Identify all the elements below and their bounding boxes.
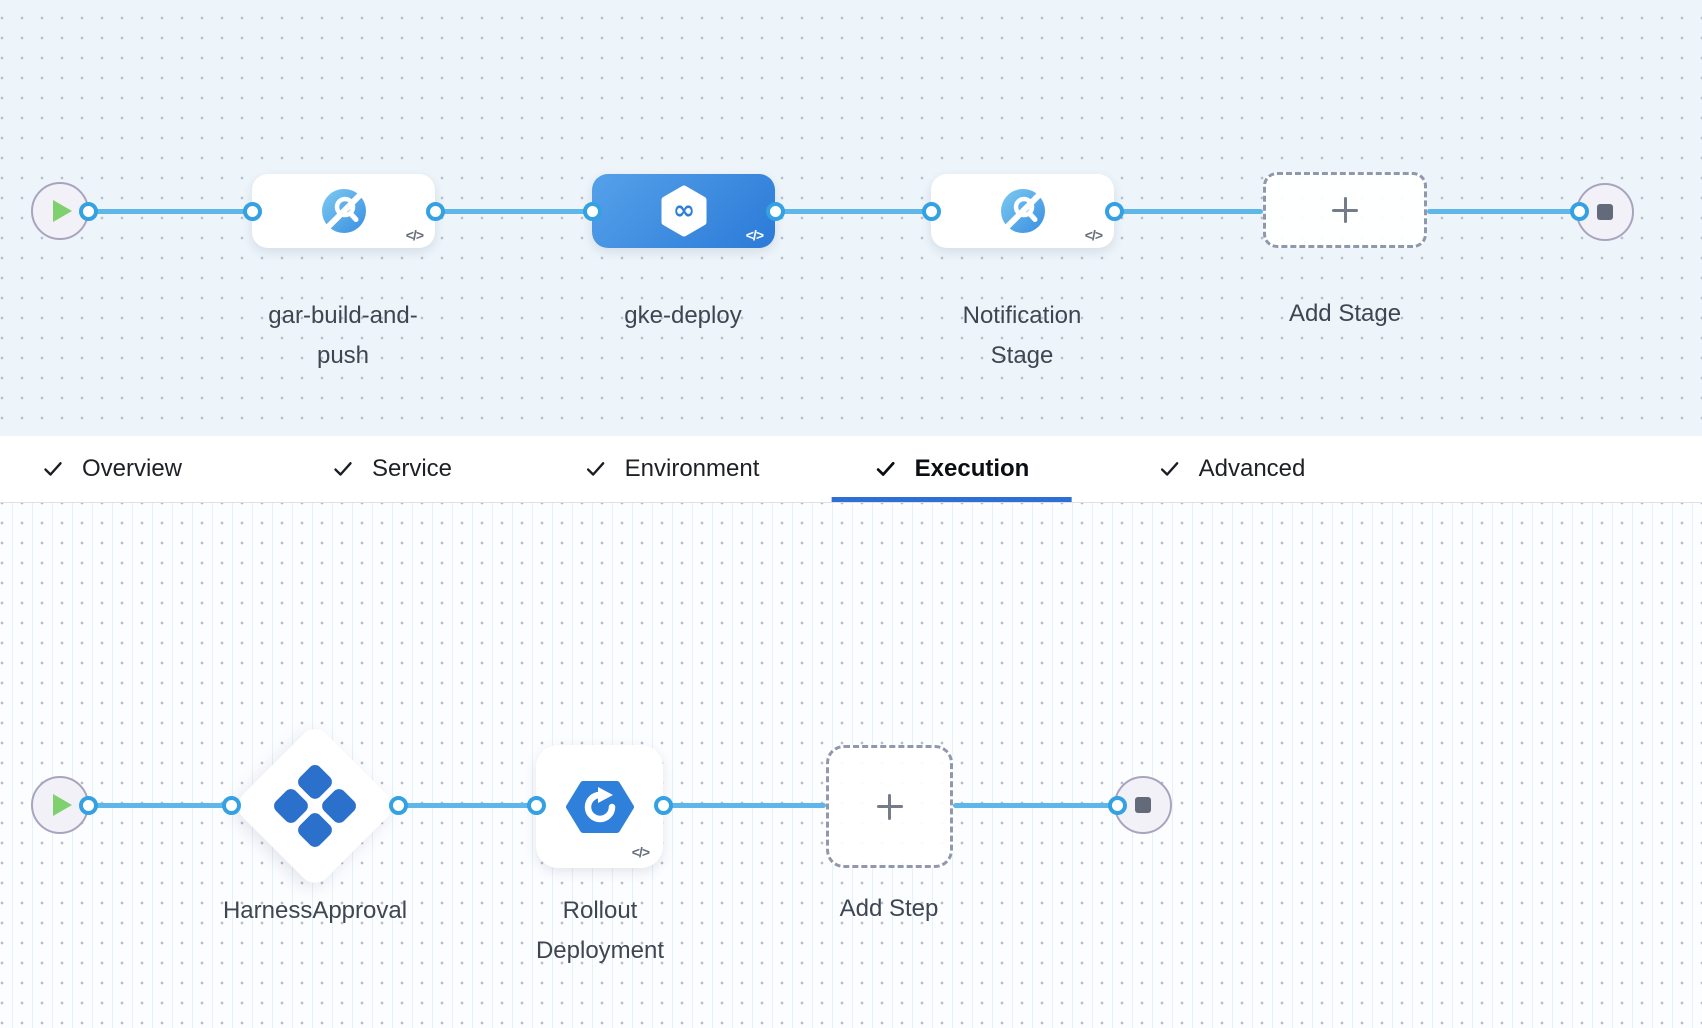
connector-line	[775, 209, 931, 214]
code-badge[interactable]: </>	[745, 227, 764, 243]
connector-port	[527, 796, 546, 815]
connector-port	[243, 202, 262, 221]
play-icon	[53, 200, 72, 222]
connector-port	[222, 796, 241, 815]
plus-icon	[875, 792, 905, 822]
connector-port	[389, 796, 408, 815]
step-label[interactable]: Rollout Deployment	[535, 897, 665, 964]
stop-icon	[1597, 204, 1613, 220]
stage-config-tab-bar: Overview Service Environment Execution A…	[0, 436, 1702, 503]
play-icon	[53, 794, 72, 816]
connector-line	[663, 803, 826, 808]
connector-line	[435, 209, 592, 214]
code-badge[interactable]: </>	[1084, 227, 1103, 243]
svg-text:∞: ∞	[672, 195, 695, 226]
tab-advanced[interactable]: Advanced	[1159, 436, 1305, 502]
connector-port	[1108, 796, 1127, 815]
stage-label[interactable]: Notification Stage	[962, 302, 1082, 369]
execution-step-canvas: </> HarnessApproval Rollout Deployment A…	[0, 503, 1702, 1028]
stage-card-gar-build-and-push[interactable]: </>	[252, 174, 435, 248]
connector-port	[654, 796, 673, 815]
stage-label[interactable]: gar-build-and-push	[268, 302, 418, 369]
pipeline-stage-canvas: </> ∞ </> </> gar-build-and-push gke-dep…	[0, 0, 1702, 436]
plus-icon	[1330, 195, 1360, 225]
add-step-label[interactable]: Add Step	[839, 895, 939, 922]
stop-icon	[1135, 797, 1151, 813]
connector-port	[79, 796, 98, 815]
stage-card-notification-stage[interactable]: </>	[931, 174, 1114, 248]
step-label[interactable]: HarnessApproval	[222, 897, 408, 924]
connector-port	[583, 202, 602, 221]
connector-line	[88, 803, 231, 808]
tab-execution[interactable]: Execution	[875, 436, 1029, 502]
tab-service[interactable]: Service	[332, 436, 452, 502]
tab-environment[interactable]: Environment	[585, 436, 759, 502]
code-badge[interactable]: </>	[631, 844, 650, 860]
connector-line	[1114, 209, 1263, 214]
gke-rollout-icon	[565, 780, 634, 833]
tab-overview[interactable]: Overview	[42, 436, 182, 502]
add-stage-label[interactable]: Add Stage	[1288, 300, 1402, 327]
cd-infinity-hexagon-icon: ∞	[661, 185, 706, 237]
stage-card-gke-deploy[interactable]: ∞ </>	[592, 174, 775, 248]
ci-build-icon	[1000, 189, 1045, 233]
check-icon	[586, 462, 605, 476]
check-icon	[876, 461, 895, 476]
connector-port	[79, 202, 98, 221]
connector-port	[922, 202, 941, 221]
stage-label[interactable]: gke-deploy	[624, 302, 742, 329]
ci-build-icon	[321, 189, 366, 233]
connector-port	[426, 202, 445, 221]
step-rollout-deployment[interactable]: </>	[536, 745, 663, 868]
check-icon	[44, 462, 62, 476]
add-step-button[interactable]	[826, 745, 953, 868]
check-icon	[334, 462, 352, 476]
connector-port	[1105, 202, 1124, 221]
connector-line	[1427, 209, 1581, 214]
connector-line	[953, 803, 1117, 808]
connector-port	[1570, 202, 1589, 221]
add-stage-button[interactable]	[1263, 172, 1427, 248]
connector-line	[398, 803, 536, 808]
connector-port	[766, 202, 785, 221]
check-icon	[1160, 462, 1179, 476]
connector-line	[88, 209, 252, 214]
code-badge[interactable]: </>	[405, 227, 424, 243]
